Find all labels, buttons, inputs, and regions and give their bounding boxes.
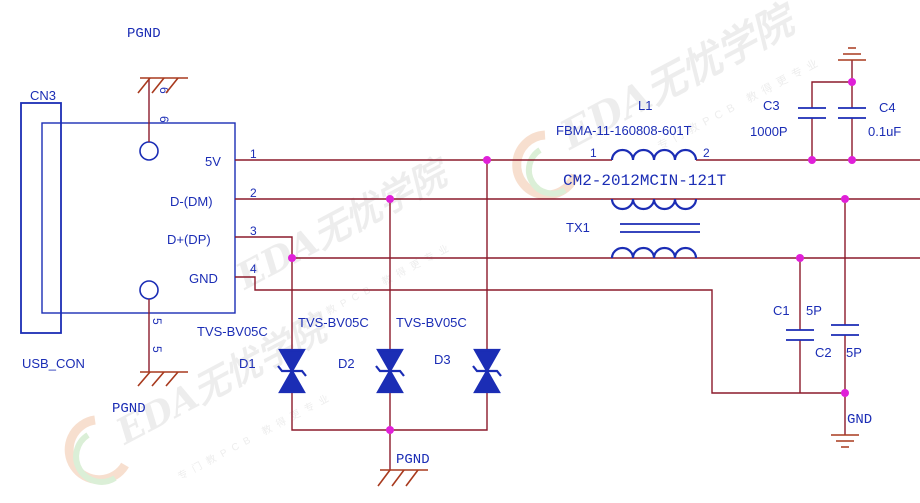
inductor-ref: L1 <box>638 98 652 113</box>
diode-d2-value: TVS-BV05C <box>298 315 369 330</box>
cap-c2-ref: C2 <box>815 345 832 360</box>
watermark-brand-middle: EDA无忧学院 <box>229 150 458 299</box>
pin-label-gnd: GND <box>189 271 218 286</box>
pgnd-bottom-label: PGND <box>396 452 430 468</box>
shield-pin-label-6-inner: 6 <box>157 116 171 123</box>
shield-pin-6 <box>139 141 159 161</box>
gnd-right-label: GND <box>847 412 872 428</box>
gnd-top-right-symbol <box>838 47 866 61</box>
pgnd-bottom-symbol: PGND <box>377 452 430 487</box>
cap-c3-ref: C3 <box>763 98 780 113</box>
diode-d1-ref: D1 <box>239 356 256 371</box>
pin-number-4: 4 <box>250 262 257 276</box>
diode-d2-ref: D2 <box>338 356 355 371</box>
connector-ref: CN3 <box>30 88 56 103</box>
inductor-value: FBMA-11-160808-601T <box>556 123 692 138</box>
cap-c3-value: 1000P <box>750 124 788 139</box>
pgnd-top-symbol: PGND <box>127 26 188 94</box>
usb-connector-outer <box>20 102 62 334</box>
cap-c1-ref: C1 <box>773 303 790 318</box>
common-mode-choke <box>610 198 700 259</box>
pgnd-left-symbol: PGND <box>112 371 188 417</box>
shield-pin-label-5-outer: 5 <box>150 346 164 353</box>
shield-pin-5 <box>139 280 159 300</box>
wires <box>148 60 920 470</box>
pin-label-5v: 5V <box>205 154 221 169</box>
diode-d3-value: TVS-BV05C <box>396 315 467 330</box>
pin-label-dp: D+(DP) <box>167 232 211 247</box>
pgnd-left-label: PGND <box>112 401 146 417</box>
cap-c4-value: 0.1uF <box>868 124 901 139</box>
diode-d2 <box>375 348 405 394</box>
capacitor-c1 <box>786 329 814 341</box>
shield-pin-label-6-outer: 6 <box>157 87 171 94</box>
gnd-bottom-right-symbol: GND <box>831 412 872 448</box>
pgnd-top-label: PGND <box>127 26 161 42</box>
cap-c2-value: 5P <box>846 345 862 360</box>
connector-name: USB_CON <box>22 356 85 371</box>
inductor-pin1: 1 <box>590 146 597 160</box>
cap-c4-ref: C4 <box>879 100 896 115</box>
junctions <box>288 78 856 434</box>
capacitor-c4 <box>838 107 866 119</box>
choke-ref: TX1 <box>566 220 590 235</box>
usb-connector-body <box>41 122 236 314</box>
watermark-logo-middle: EDA无忧学院 专门教PCB 教得更专业 <box>229 150 458 333</box>
diode-d3-ref: D3 <box>434 352 451 367</box>
choke-part: CM2-2012MCIN-121T <box>563 172 726 190</box>
shield-pin-label-5-inner: 5 <box>150 318 164 325</box>
cap-c1-value: 5P <box>806 303 822 318</box>
diode-d1-value: TVS-BV05C <box>197 324 268 339</box>
inductor-l1 <box>610 148 698 161</box>
diode-d3 <box>472 348 502 394</box>
pin-number-3: 3 <box>250 224 257 238</box>
capacitor-c3 <box>798 107 826 119</box>
capacitor-c2 <box>831 324 859 336</box>
diode-d1 <box>277 348 307 394</box>
pin-label-dm: D-(DM) <box>170 194 213 209</box>
pin-number-2: 2 <box>250 186 257 200</box>
inductor-pin2: 2 <box>703 146 710 160</box>
pin-number-1: 1 <box>250 147 257 161</box>
